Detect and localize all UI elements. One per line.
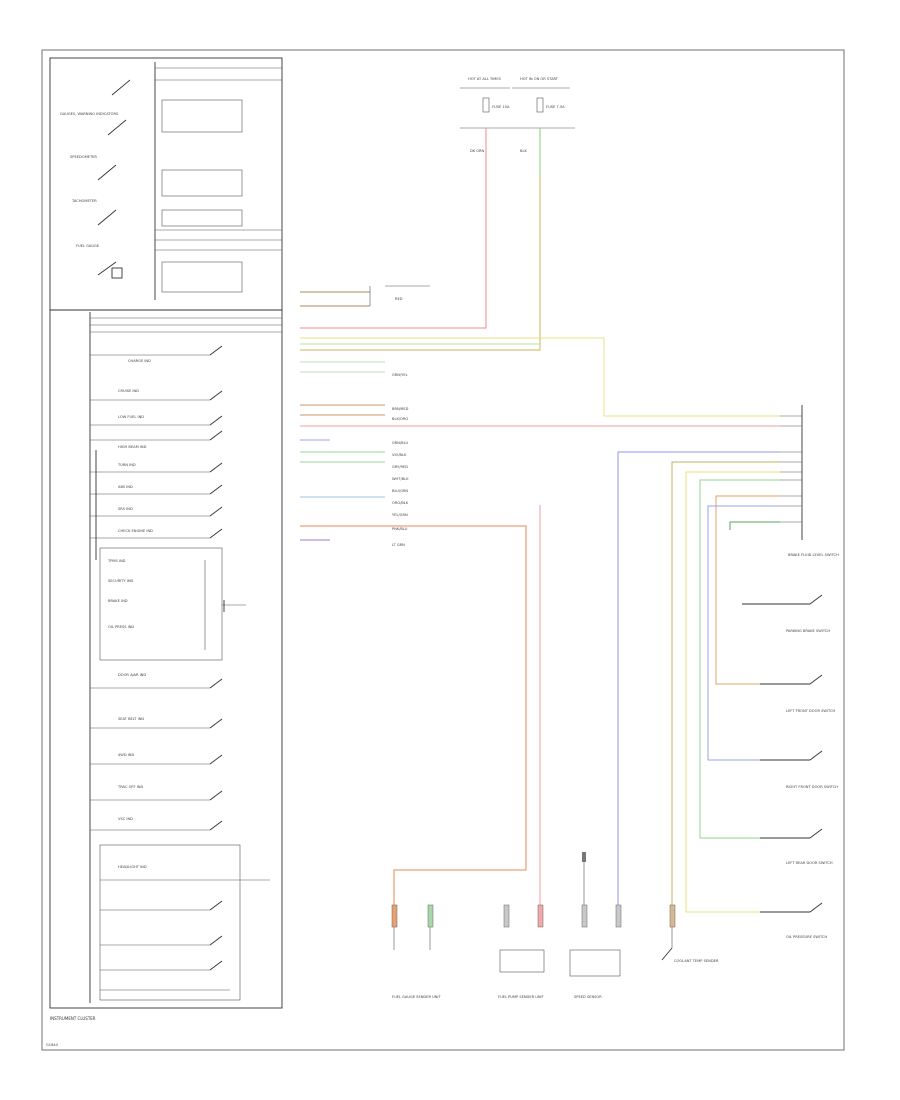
wire-dark-green [729, 521, 780, 530]
wire-label: YEL/GRN [392, 513, 408, 517]
wire-label: GRN/BLU [392, 441, 408, 445]
indicator-label: ABS IND [118, 485, 133, 489]
source-label-hot-in-on: HOT IN ON OR START [520, 77, 559, 81]
wire-orange-right [715, 495, 780, 685]
section-label-gauges: GAUGES, WARNING INDICATORS [60, 112, 119, 116]
wire-blue-right [617, 451, 780, 920]
cluster-outline [49, 57, 283, 1009]
wire-label: RED [395, 297, 403, 301]
indicator-label: CHARGE IND [128, 359, 151, 363]
indicator-label: 4WD IND [118, 753, 134, 757]
switch-label-brake-fluid: BRAKE FLUID LEVEL SWITCH [788, 553, 839, 557]
wires [300, 128, 780, 920]
wire-label: DK GRN [470, 149, 485, 153]
wire-red [300, 128, 487, 329]
indicator-label: CHECK ENGINE IND [118, 529, 153, 533]
wire-label: LT GRN [392, 543, 405, 547]
section-label-fuel-gauge: FUEL GAUGE [76, 244, 100, 248]
wire-label: GRN/YEL [392, 373, 408, 377]
indicator-label: LOW FUEL IND [118, 415, 144, 419]
indicator-label: CRUISE IND [118, 389, 139, 393]
wire-label: ORG/BLK [392, 501, 409, 505]
indicator-label: TPMS IND [107, 559, 126, 563]
indicator-row: TRAC OFF IND [90, 785, 223, 801]
wire-label: BLK [520, 149, 527, 153]
indicator-row: CHECK ENGINE IND [90, 528, 223, 539]
wire-olive [671, 461, 780, 905]
indicator-row: LOW FUEL IND [90, 415, 223, 426]
indicator-row: 4WD IND [90, 753, 223, 765]
bottom-components: FUEL GAUGE SENDER UNIT FUEL PUMP SENDER … [391, 852, 719, 999]
wire-orange [300, 525, 527, 905]
indicator-row: ABS IND [90, 484, 223, 495]
indicator-label: SRS IND [118, 507, 133, 511]
wire-label: BLK/ORG [392, 417, 408, 421]
indicator-row: SEAT BELT IND [90, 717, 223, 729]
wire-blue-right2 [707, 505, 780, 761]
indicator-label: TRAC OFF IND [117, 785, 143, 789]
indicator-label: HEADLIGHT IND [118, 865, 147, 869]
wire-label: BRN/RED [392, 407, 409, 411]
indicator-label: SECURITY IND [108, 579, 134, 583]
wire-label: GRY/RED [392, 465, 408, 469]
wire-green-yellow [300, 175, 541, 351]
indicator-row: SRS IND [90, 506, 223, 517]
center-connector: RED GRN/YEL BRN/RED BLK/ORG GRN/BLU VIO/… [369, 149, 527, 547]
indicator-group-box [99, 547, 223, 661]
source-label-hot-at-all-times: HOT AT ALL TIMES [468, 77, 502, 81]
indicator-label: VSC IND [118, 817, 133, 821]
wire-yellow [300, 337, 780, 417]
right-module: BRAKE FLUID LEVEL SWITCH PARKING BRAKE S… [742, 405, 839, 939]
indicator-row: TURN IND [90, 462, 223, 473]
wire-yellow-right [685, 471, 780, 913]
wire-green-right [699, 479, 780, 839]
cluster-title: INSTRUMENT CLUSTER [50, 1016, 96, 1021]
indicator-bottom-box [99, 844, 241, 1001]
switch-label-parking-brake: PARKING BRAKE SWITCH [786, 629, 830, 633]
indicator-label: SEAT BELT IND [118, 717, 144, 721]
indicator-label: TURN IND [117, 463, 136, 467]
component-label-fuel-pump-sender: FUEL PUMP SENDER UNIT [498, 995, 545, 999]
section-label-speedometer: SPEEDOMETER [70, 155, 97, 159]
instrument-cluster-block: GAUGES, WARNING INDICATORS SPEEDOMETER T… [49, 57, 283, 1009]
indicator-rows: CHARGE IND CRUISE IND LOW FUEL IND HIGH … [90, 345, 270, 1001]
wire-label: PNK/BLU [392, 527, 408, 531]
indicator-label: BRAKE IND [108, 599, 128, 603]
indicator-row: DOOR AJAR IND [90, 673, 223, 689]
wire-label: BLU/GRN [392, 489, 408, 493]
fuse-label-1: FUSE 10A [492, 105, 510, 109]
component-label-coolant-temp: COOLANT TEMP SENDER [674, 959, 719, 963]
indicator-row: CRUISE IND [90, 389, 223, 401]
indicator-row: HIGH BEAM IND [90, 430, 223, 449]
indicator-label: DOOR AJAR IND [118, 673, 146, 677]
switch-label-rf-door: RIGHT FRONT DOOR SWITCH [786, 785, 838, 789]
wire-label: WHT/BLK [392, 477, 409, 481]
diagram-id: G1844 [46, 1043, 59, 1047]
indicator-label: HIGH BEAM IND [118, 445, 147, 449]
power-sources: HOT AT ALL TIMES HOT IN ON OR START FUSE… [460, 77, 575, 129]
switch-label-lr-door: LEFT REAR DOOR SWITCH [786, 861, 833, 865]
indicator-row: CHARGE IND [90, 345, 223, 363]
fuse-label-2: FUSE 7.5A [546, 105, 565, 109]
switch-label-oil-pressure: OIL PRESSURE SWITCH [786, 935, 827, 939]
component-label-fuel-gauge-sender: FUEL GAUGE SENDER UNIT [392, 995, 441, 999]
diagram-frame [41, 49, 845, 1051]
wire-label: VIO/BLK [392, 453, 407, 457]
component-label-speed-sensor: SPEED SENSOR [574, 995, 602, 999]
switch-label-lf-door: LEFT FRONT DOOR SWITCH [786, 709, 835, 713]
indicator-label: OIL PRESS IND [108, 625, 134, 629]
section-label-tachometer: TACHOMETER [71, 199, 97, 203]
indicator-row: VSC IND [90, 817, 223, 831]
